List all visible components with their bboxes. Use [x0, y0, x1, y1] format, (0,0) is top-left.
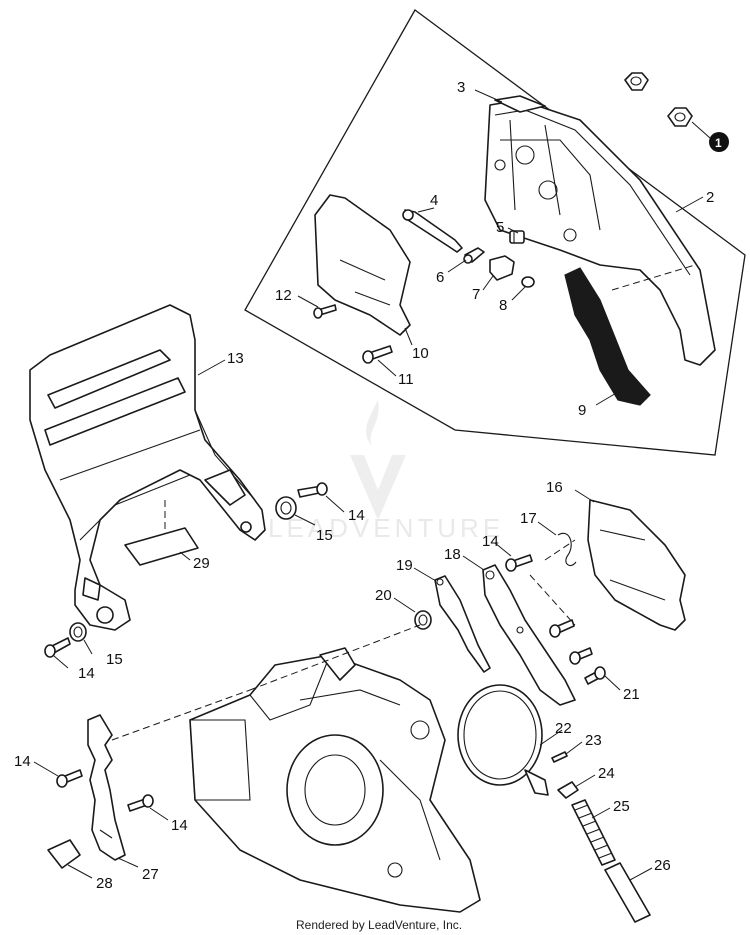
callout-15-top: 15	[316, 527, 333, 544]
callout-14-top: 14	[348, 507, 365, 524]
compression-spring	[571, 799, 616, 866]
slider-block	[489, 255, 515, 281]
guard-screw-left	[44, 637, 71, 658]
callout-4: 4	[430, 192, 438, 209]
callout-8: 8	[499, 297, 507, 314]
callout-12: 12	[275, 287, 292, 304]
callout-28: 28	[96, 875, 113, 892]
callout-25: 25	[613, 798, 630, 815]
sprocket-cover	[484, 95, 716, 366]
bushing	[414, 610, 432, 630]
callout-13: 13	[227, 350, 244, 367]
callout-16: 16	[546, 479, 563, 496]
inset-frame	[244, 9, 746, 456]
callout-26: 26	[654, 857, 671, 874]
callout-19: 19	[396, 557, 413, 574]
callout-14-lower: 14	[171, 817, 188, 834]
callout-7: 7	[472, 286, 480, 303]
callout-15-left: 15	[106, 651, 123, 668]
render-credit: Rendered by LeadVenture, Inc.	[296, 918, 462, 932]
callout-20: 20	[375, 587, 392, 604]
callout-21: 21	[623, 686, 640, 703]
brake-screw-21	[584, 666, 606, 685]
chain-catcher	[87, 714, 126, 861]
chain-guide-plate	[564, 267, 651, 406]
crankcase	[189, 647, 481, 913]
catcher-screw-right	[127, 794, 154, 812]
callout-14-catcher: 14	[14, 753, 31, 770]
callout-3: 3	[457, 79, 465, 96]
band-pin	[551, 751, 568, 763]
callout-6: 6	[436, 269, 444, 286]
cover-nut-lower	[667, 107, 693, 127]
catcher-bracket	[47, 839, 81, 869]
hand-guard	[29, 304, 266, 631]
callout-5: 5	[496, 219, 504, 236]
brake-screw-mid	[549, 619, 575, 638]
brake-lever	[482, 564, 576, 706]
adjusting-pin	[463, 247, 485, 264]
callout-2: 2	[706, 189, 714, 206]
callout-14-brake: 14	[482, 533, 499, 550]
callout-10: 10	[412, 345, 429, 362]
callout-23: 23	[585, 732, 602, 749]
screw-11	[362, 345, 393, 364]
guard-screw-top	[297, 482, 328, 498]
callout-11: 11	[398, 371, 414, 388]
callout-22: 22	[555, 720, 572, 737]
callout-14-left: 14	[78, 665, 95, 682]
brake-band	[457, 684, 549, 796]
callout-24: 24	[598, 765, 615, 782]
guard-spacer-top	[275, 496, 297, 520]
cover-nut-upper	[624, 72, 649, 91]
callout-17: 17	[520, 510, 537, 527]
callout-27: 27	[142, 866, 159, 883]
callout-29: 29	[193, 555, 210, 572]
watermark-logo: LEADVENTURE	[268, 400, 504, 543]
tensioner-plate	[314, 194, 411, 336]
warning-label	[124, 527, 199, 566]
brake-cover	[587, 499, 686, 631]
tensioner-screw	[402, 209, 463, 253]
spring-seat	[557, 781, 579, 799]
callout-18: 18	[444, 546, 461, 563]
screw-12	[313, 304, 337, 319]
spring-sleeve	[604, 862, 651, 923]
watermark-text: LEADVENTURE	[268, 513, 504, 543]
link-lever	[434, 575, 491, 673]
assembly-badge: 1	[709, 132, 729, 152]
guard-spacer-left	[69, 622, 87, 642]
washer	[521, 276, 535, 288]
spring-clip	[557, 532, 577, 566]
catcher-screw-left	[56, 769, 83, 788]
brake-screw-low	[569, 647, 593, 665]
callout-9: 9	[578, 402, 586, 419]
brake-screw-top	[505, 554, 533, 572]
badge-number: 1	[715, 136, 722, 150]
adjusting-nut	[509, 230, 525, 244]
leader-lines	[33, 89, 711, 881]
